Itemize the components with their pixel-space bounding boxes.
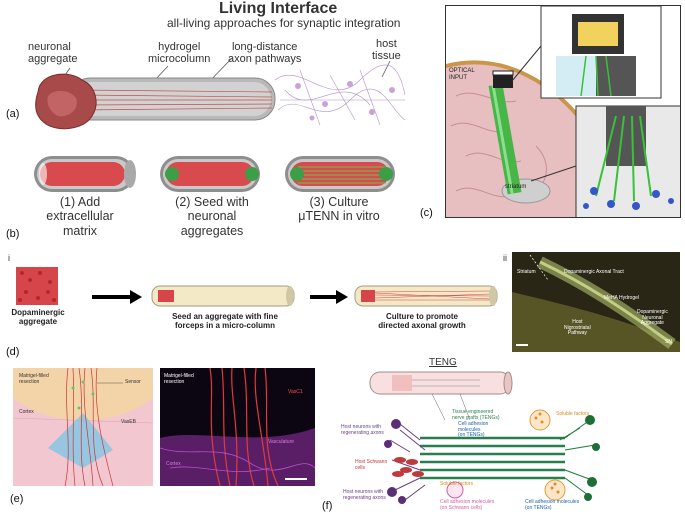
schematic-cortex-label: Cortex: [19, 409, 34, 415]
culture-caption: Culture to promote directed axonal growt…: [378, 312, 466, 331]
panel-d-letter: (d): [6, 346, 20, 358]
teng-graft-label: Tissue-engineered nerve grafts (TENGs): [452, 409, 500, 421]
brain-implant-illustration: OPTICAL INPUT striatum: [445, 5, 681, 218]
dopaminergic-micrograph: Striatum Dopaminergic Axonal Tract MeHA …: [512, 252, 680, 352]
step-1-text: (1) Add extracellular matrix: [46, 195, 114, 238]
panel-b-letter: (b): [6, 228, 20, 240]
axon-pathways-label: long-distance axon pathways: [228, 41, 302, 66]
panel-d-sub-ii: ii: [503, 253, 507, 263]
soluble-factors-top-label: Soluble factors: [556, 411, 590, 417]
schematic-matrigel-label: Matrigel-filled resection: [19, 373, 49, 385]
seed-aggregate-caption: Seed an aggregate with fine forceps in a…: [172, 312, 278, 331]
hydrogel-label: hydrogel microcolumn: [148, 41, 211, 66]
micrograph-vasc-label: VasC1: [288, 389, 303, 395]
micro-tract-label: Dopaminergic Axonal Tract: [564, 269, 624, 275]
micrograph-vasculature-label: Vasculature: [268, 439, 295, 445]
host-schwann-label: Host Schwann cells: [355, 459, 388, 471]
step-2-text: (2) Seed with neuronal aggregates: [175, 195, 249, 238]
cam-schwann-label: Cell adhesion molecules (on Schwann cell…: [440, 499, 495, 511]
schematic-sensor-label: Sensor: [125, 379, 141, 385]
neuronal-aggregate-label: neuronal aggregate: [28, 41, 78, 66]
striatum-label: striatum: [505, 184, 527, 190]
micrograph-cortex-label: Cortex: [166, 461, 181, 467]
dopaminergic-aggregate-caption: Dopaminergic aggregate: [11, 308, 65, 327]
optical-input-label: OPTICAL INPUT: [449, 68, 475, 81]
cam-teng-top-label: Cell adhesion molecules (on TENGs): [458, 421, 489, 438]
schematic-vaseb-label: VasEB: [121, 419, 136, 425]
micro-sn-label: SN: [665, 339, 672, 345]
micro-striatum-label: Striatum: [517, 269, 536, 275]
step-3-text: (3) Culture μTENN in vitro: [298, 195, 380, 224]
panel-a-title: Living Interface: [219, 0, 338, 17]
micro-aggregate-label: Dopaminergic Neuronal Aggregate: [637, 309, 668, 326]
panel-a-letter: (a): [6, 108, 20, 120]
panel-c-letter: (c): [420, 207, 433, 219]
panel-e-letter: (e): [10, 493, 24, 505]
soluble-factors-bottom-label: Soluble factors: [440, 481, 474, 487]
host-neurons-bottom-label: Host neurons with regenerating axons: [343, 489, 386, 501]
host-tissue-label: host tissue: [372, 38, 401, 63]
panel-a-subtitle: all-living approaches for synaptic integ…: [167, 16, 401, 30]
micrograph-matrigel-label: Matrigel-filled resection: [164, 373, 194, 385]
teng-title: TENG: [429, 357, 457, 368]
micro-host-label: Host Nigrostriatal Pathway: [564, 319, 591, 336]
sensor-schematic: Matrigel-filled resection Sensor Cortex …: [13, 368, 153, 486]
cam-teng-bottom-label: Cell adhesion molecules (on TENGs): [525, 499, 580, 511]
panel-f-letter: (f): [322, 500, 333, 512]
vasculature-micrograph: Matrigel-filled resection VasC1 Vasculat…: [160, 368, 315, 486]
micro-hydrogel-label: MeHA Hydrogel: [604, 295, 640, 301]
panel-d-sub-i: i: [8, 253, 10, 263]
host-neurons-top-label: Host neurons with regenerating axons: [341, 424, 384, 436]
